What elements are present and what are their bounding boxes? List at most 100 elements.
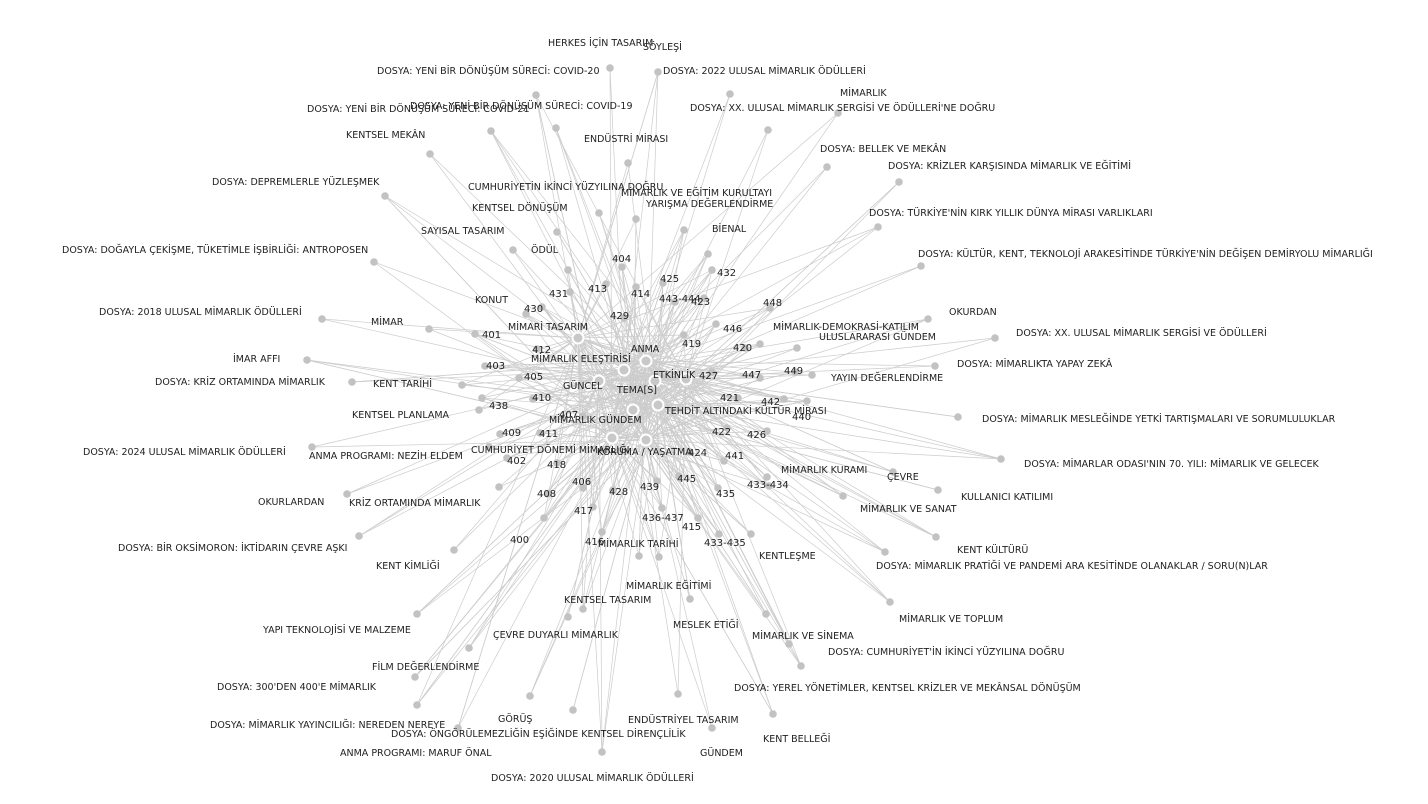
issue-node-404[interactable] xyxy=(618,263,626,271)
issue-node-446[interactable] xyxy=(712,320,720,328)
issue-node-402[interactable] xyxy=(503,454,511,462)
issue-node-448[interactable] xyxy=(766,304,774,312)
node-d_bellek[interactable] xyxy=(823,163,831,171)
node-okurdan[interactable] xyxy=(924,315,932,323)
node-gundem[interactable] xyxy=(708,724,716,732)
issue-node-413[interactable] xyxy=(602,280,610,288)
node-d_pandemi[interactable] xyxy=(881,548,889,556)
issue-node-447[interactable] xyxy=(756,374,764,382)
issue-node-415[interactable] xyxy=(694,514,702,522)
issue-node-445[interactable] xyxy=(675,472,683,480)
node-d_covid21[interactable] xyxy=(487,127,495,135)
node-d_kriz_ort[interactable] xyxy=(348,378,356,386)
issue-node-442[interactable] xyxy=(780,395,788,403)
node-d_ulusal2020[interactable] xyxy=(598,748,606,756)
issue-node-424[interactable] xyxy=(686,448,694,456)
issue-node-422[interactable] xyxy=(723,424,731,432)
node-kentlesme[interactable] xyxy=(747,530,755,538)
node-d_xx_dogru[interactable] xyxy=(764,126,772,134)
node-cumhuriyet_ikinci[interactable] xyxy=(595,209,603,217)
node-d_yayincilik[interactable] xyxy=(413,701,421,709)
node-kentsel_tasarim[interactable] xyxy=(579,605,587,613)
node-kuram[interactable] xyxy=(763,473,771,481)
issue-node-423[interactable] xyxy=(700,294,708,302)
hub-node-9[interactable] xyxy=(571,331,585,345)
node-endustri_mirasi[interactable] xyxy=(624,159,632,167)
node-d_ulusal2018[interactable] xyxy=(318,315,326,323)
node-kentsel_donusum[interactable] xyxy=(553,228,561,236)
issue-node-429[interactable] xyxy=(620,314,628,322)
node-yapi_tek[interactable] xyxy=(413,610,421,618)
issue-node-441[interactable] xyxy=(720,457,728,465)
issue-node-403[interactable] xyxy=(481,362,489,370)
node-kent_kulturu[interactable] xyxy=(932,533,940,541)
node-kent_tarihi[interactable] xyxy=(458,381,466,389)
issue-node-414[interactable] xyxy=(632,283,640,291)
hub-node-0[interactable] xyxy=(648,374,662,388)
node-bienal[interactable] xyxy=(704,250,712,258)
node-demokrasi[interactable] xyxy=(756,340,764,348)
node-d_deprem[interactable] xyxy=(381,192,389,200)
issue-node-436-437[interactable] xyxy=(658,504,666,512)
node-endustriyel[interactable] xyxy=(674,690,682,698)
issue-node-433-435[interactable] xyxy=(715,530,723,538)
node-film[interactable] xyxy=(465,644,473,652)
node-gorus[interactable] xyxy=(526,692,534,700)
node-d_demiryolu[interactable] xyxy=(917,262,925,270)
node-herkes[interactable] xyxy=(606,64,614,72)
node-mimar[interactable] xyxy=(425,325,433,333)
node-d_ulusal2024[interactable] xyxy=(308,443,316,451)
node-d_xx[interactable] xyxy=(991,334,999,342)
node-okurlardan[interactable] xyxy=(343,490,351,498)
hub-node-3[interactable] xyxy=(639,354,653,368)
node-imar_affi[interactable] xyxy=(303,356,311,364)
hub-node-6[interactable] xyxy=(605,431,619,445)
node-kriz_ort[interactable] xyxy=(495,483,503,491)
node-toplum[interactable] xyxy=(886,598,894,606)
node-anma_eldem[interactable] xyxy=(485,443,493,451)
issue-node-418[interactable] xyxy=(553,459,561,467)
node-kentsel_mekan[interactable] xyxy=(426,150,434,158)
issue-node-427[interactable] xyxy=(708,368,716,376)
node-d_yerel[interactable] xyxy=(797,662,805,670)
issue-node-412[interactable] xyxy=(533,345,541,353)
hub-node-8[interactable] xyxy=(617,363,631,377)
node-cevre[interactable] xyxy=(889,468,897,476)
node-d_ulusal2022[interactable] xyxy=(726,90,734,98)
node-d_300[interactable] xyxy=(411,673,419,681)
node-d_krizler[interactable] xyxy=(895,178,903,186)
hub-node-1[interactable] xyxy=(626,403,640,417)
issue-node-439[interactable] xyxy=(653,477,661,485)
issue-node-408[interactable] xyxy=(544,490,552,498)
node-mimarlik[interactable] xyxy=(834,109,842,117)
issue-node-435[interactable] xyxy=(714,484,722,492)
node-yarisma[interactable] xyxy=(680,226,688,234)
issue-node-400[interactable] xyxy=(540,514,548,522)
node-soylesi[interactable] xyxy=(654,68,662,76)
hub-node-2[interactable] xyxy=(679,372,693,386)
issue-node-419[interactable] xyxy=(680,331,688,339)
node-meslek_etigi[interactable] xyxy=(686,595,694,603)
issue-node-417[interactable] xyxy=(589,503,597,511)
node-kentsel_planlama[interactable] xyxy=(475,406,483,414)
node-uluslararasi[interactable] xyxy=(793,344,801,352)
node-d_oksimoron[interactable] xyxy=(355,532,363,540)
node-odul[interactable] xyxy=(564,266,572,274)
node-anma_onal[interactable] xyxy=(454,724,462,732)
node-d_covid19[interactable] xyxy=(552,124,560,132)
issue-node-440[interactable] xyxy=(803,397,811,405)
issue-node-425[interactable] xyxy=(659,279,667,287)
issue-node-449[interactable] xyxy=(791,368,799,376)
issue-node-432[interactable] xyxy=(708,266,716,274)
node-sanat[interactable] xyxy=(839,492,847,500)
node-d_70yil[interactable] xyxy=(997,455,1005,463)
issue-node-430[interactable] xyxy=(538,303,546,311)
node-tarihi[interactable] xyxy=(635,552,643,560)
node-konut[interactable] xyxy=(522,310,530,318)
node-d_yapay[interactable] xyxy=(931,362,939,370)
node-katilim[interactable] xyxy=(934,486,942,494)
node-d_kirk[interactable] xyxy=(874,223,882,231)
issue-node-426[interactable] xyxy=(763,427,771,435)
node-kent_bellegi[interactable] xyxy=(769,710,777,718)
node-d_ongorulemez[interactable] xyxy=(569,706,577,714)
